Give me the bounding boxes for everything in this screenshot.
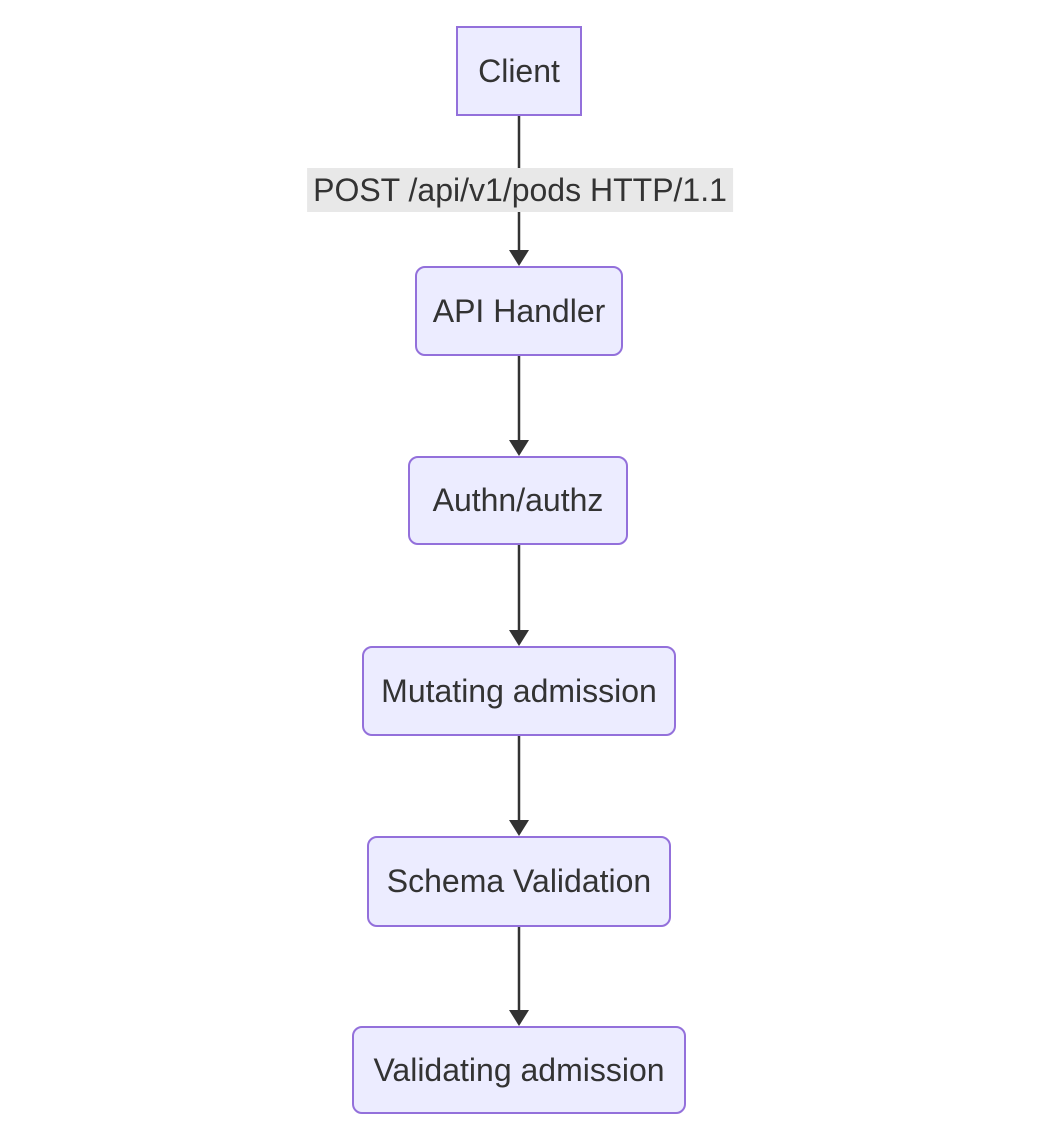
node-authn-authz-label: Authn/authz: [432, 482, 604, 518]
node-validating-admission: Validating admission: [352, 1026, 686, 1114]
node-client: Client: [456, 26, 582, 116]
node-validating-admission-label: Validating admission: [373, 1051, 665, 1088]
node-mutating-admission-label: Mutating admission: [381, 672, 657, 709]
node-client-label: Client: [478, 52, 560, 89]
node-schema-validation-label: Schema Validation: [386, 863, 652, 899]
node-authn-authz: Authn/authz: [408, 456, 628, 545]
node-api-handler: API Handler: [415, 266, 623, 356]
node-api-handler-label: API Handler: [432, 292, 606, 329]
node-schema-validation: Schema Validation: [367, 836, 671, 927]
edge-label-post-api-v1-pods: POST /api/v1/pods HTTP/1.1: [307, 168, 733, 212]
node-mutating-admission: Mutating admission: [362, 646, 676, 736]
